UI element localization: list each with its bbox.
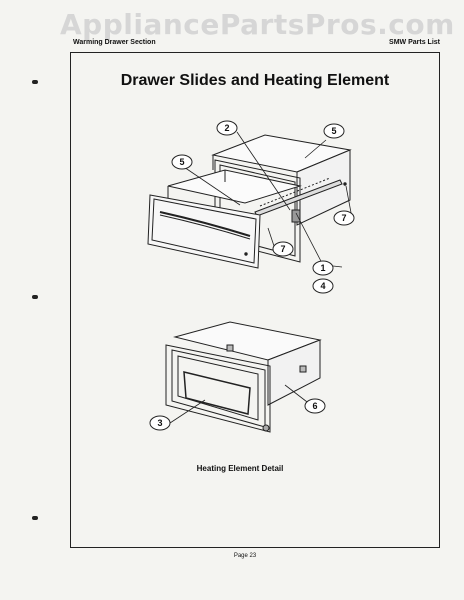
callout-5 — [323, 123, 345, 139]
callout-label-7: 7 — [341, 213, 346, 223]
callout-label-3: 3 — [157, 418, 162, 428]
callout-3 — [149, 415, 171, 431]
heating-element — [183, 371, 251, 415]
heater-frame-outer — [165, 344, 271, 433]
section-header: Warming Drawer Section — [73, 39, 156, 46]
callout-7 — [333, 210, 355, 226]
page-title: Drawer Slides and Heating Element — [120, 72, 390, 89]
callout-5 — [171, 154, 193, 170]
callout-label-1: 1 — [320, 263, 325, 273]
parts-list-header: SMW Parts List — [389, 39, 440, 46]
callout-1 — [312, 260, 334, 276]
page-number: Page 23 — [233, 553, 257, 559]
binder-mark — [32, 295, 38, 299]
page-frame — [70, 52, 440, 548]
watermark: AppliancePartsPros.com — [60, 8, 455, 41]
callout-6 — [304, 398, 326, 414]
callout-label-4: 4 — [320, 281, 325, 291]
callout-label-6: 6 — [312, 401, 317, 411]
callout-label-7: 7 — [280, 244, 285, 254]
binder-mark — [32, 516, 38, 520]
binder-mark — [32, 80, 38, 84]
drawer-front — [147, 194, 261, 269]
callout-7 — [272, 241, 294, 257]
heater-housing-side — [267, 339, 321, 406]
drawer-handle — [159, 211, 251, 237]
callout-label-2: 2 — [224, 123, 229, 133]
detail-caption: Heating Element Detail — [196, 464, 284, 473]
callout-4 — [312, 278, 334, 294]
callout-label-5: 5 — [179, 157, 184, 167]
callout-label-5: 5 — [331, 126, 336, 136]
callout-2 — [216, 120, 238, 136]
